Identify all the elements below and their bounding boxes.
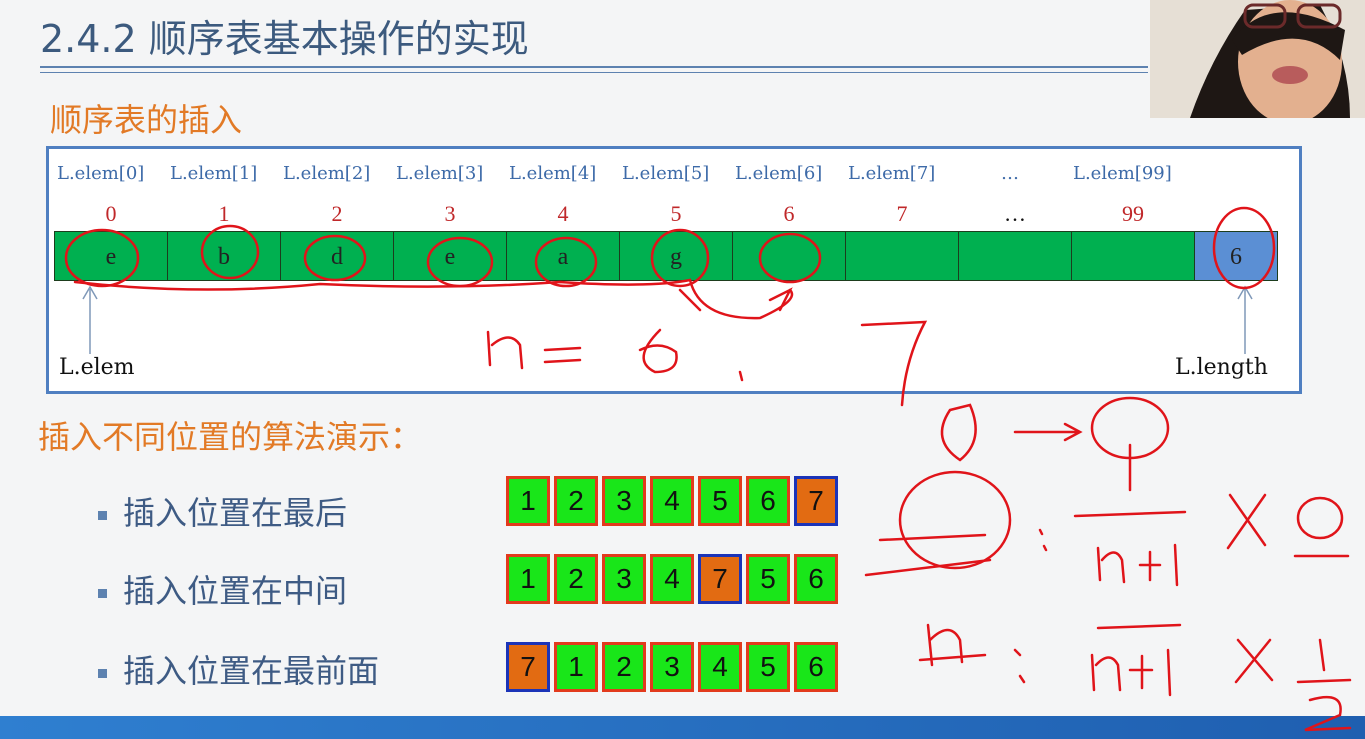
demo-box: 5 — [746, 554, 790, 604]
demo-box: 4 — [698, 642, 742, 692]
elem-label: L.elem[1] — [170, 163, 258, 184]
sequence-list-diagram: L.elem[0] L.elem[1] L.elem[2] L.elem[3] … — [46, 146, 1302, 394]
elem-label: L.elem[2] — [283, 163, 371, 184]
page-title: 2.4.2 顺序表基本操作的实现 — [40, 17, 529, 61]
demo-box: 6 — [794, 642, 838, 692]
demo-box-inserted: 7 — [506, 642, 550, 692]
length-pointer-label: L.length — [1175, 355, 1268, 380]
demo-label-text: 插入位置在最前面 — [123, 652, 380, 690]
demo-label-first: 插入位置在最前面 — [98, 646, 379, 692]
demo-section-title: 插入不同位置的算法演示： — [38, 418, 423, 456]
presenter-webcam — [1150, 0, 1365, 118]
demo-box: 4 — [650, 476, 694, 526]
elem-label: L.elem[5] — [622, 163, 710, 184]
array-cell — [1071, 231, 1195, 281]
demo-box: 2 — [554, 554, 598, 604]
index-label: 99 — [1122, 201, 1144, 226]
demo-box: 1 — [506, 554, 550, 604]
demo-box: 1 — [554, 642, 598, 692]
demo-box: 2 — [554, 476, 598, 526]
elem-label: L.elem[7] — [848, 163, 936, 184]
elem-label: L.elem[0] — [57, 163, 145, 184]
elem-label: L.elem[4] — [509, 163, 597, 184]
index-label: 4 — [557, 201, 569, 226]
demo-label-last: 插入位置在最后 — [98, 488, 347, 534]
section-subtitle: 顺序表的插入 — [50, 101, 243, 139]
demo-box-inserted: 7 — [698, 554, 742, 604]
bullet-icon — [98, 588, 107, 598]
demo-box: 3 — [650, 642, 694, 692]
demo-box: 1 — [506, 476, 550, 526]
bullet-icon — [98, 510, 107, 520]
elem-label: L.elem[99] — [1073, 163, 1172, 184]
elem-label: L.elem[3] — [396, 163, 484, 184]
elem-pointer-label: L.elem — [59, 355, 135, 380]
title-divider — [40, 66, 1148, 68]
bullet-icon — [98, 668, 107, 678]
index-label: 7 — [896, 201, 908, 226]
index-label: 1 — [218, 201, 230, 226]
demo-box: 5 — [698, 476, 742, 526]
demo-box-inserted: 7 — [794, 476, 838, 526]
index-label: 5 — [670, 201, 682, 226]
demo-label-text: 插入位置在中间 — [123, 572, 348, 610]
demo-box: 3 — [602, 476, 646, 526]
title-divider-thin — [40, 72, 1148, 73]
demo-box: 2 — [602, 642, 646, 692]
array-cell — [845, 231, 959, 281]
index-label: … — [1004, 201, 1026, 226]
elem-label: … — [1001, 163, 1019, 184]
index-label: 6 — [783, 201, 795, 226]
footer-bar — [0, 716, 1365, 739]
index-label: 2 — [331, 201, 343, 226]
demo-label-text: 插入位置在最后 — [123, 494, 348, 532]
demo-box: 5 — [746, 642, 790, 692]
array-cell — [958, 231, 1072, 281]
pointer-arrows — [82, 285, 1253, 354]
demo-label-middle: 插入位置在中间 — [98, 566, 347, 612]
elem-label: L.elem[6] — [735, 163, 823, 184]
index-label: 0 — [105, 201, 117, 226]
presenter-image — [1150, 0, 1365, 118]
demo-box: 6 — [794, 554, 838, 604]
demo-box: 6 — [746, 476, 790, 526]
demo-box: 3 — [602, 554, 646, 604]
index-label: 3 — [444, 201, 456, 226]
demo-box: 4 — [650, 554, 694, 604]
